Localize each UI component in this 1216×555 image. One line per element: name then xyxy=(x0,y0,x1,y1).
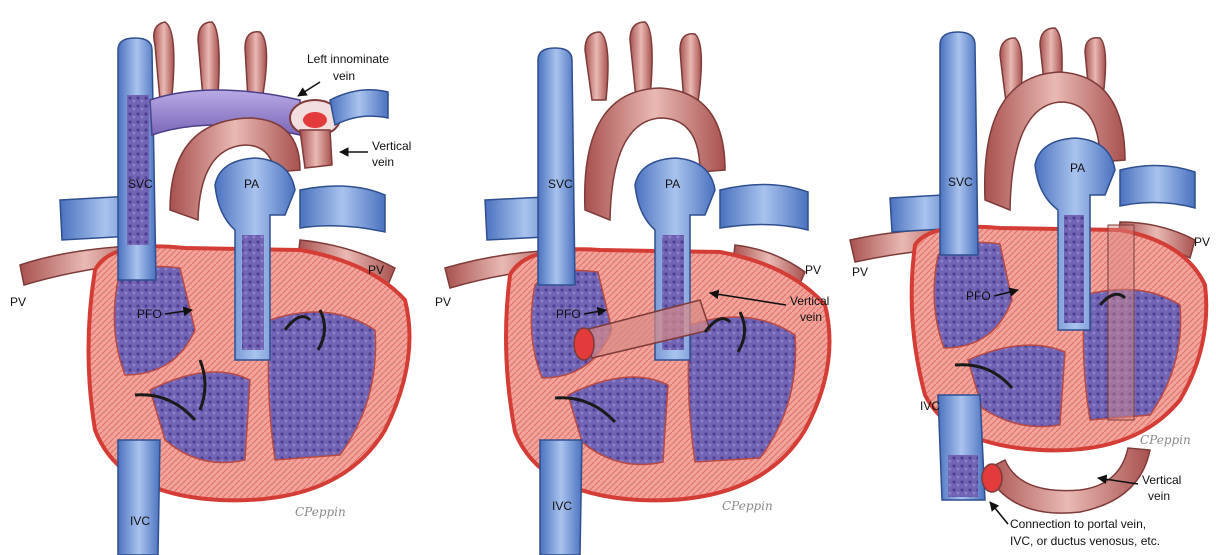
panel-3-pa-label: PA xyxy=(1070,161,1085,175)
panel-3-connection-label-2: IVC, or ductus venosus, etc. xyxy=(1010,534,1160,548)
head-vessel xyxy=(198,22,219,98)
panel-1-pv-left-label: PV xyxy=(10,295,26,309)
panel-3-pfo-label: PFO xyxy=(966,289,991,303)
panel-3-vertical-label-2: vein xyxy=(1148,489,1170,503)
panel-2-pv-left-label: PV xyxy=(435,295,451,309)
panel-1-vertical-line2: vein xyxy=(372,155,394,169)
panel-1-vertical-label: Vertical xyxy=(372,139,411,153)
panel-2-signature: CPeppin xyxy=(722,499,773,513)
panel-3-vertical-line1: Vertical xyxy=(1142,473,1181,487)
panel-2-vertical-label-2: vein xyxy=(800,310,822,324)
vertical-vein-stub xyxy=(300,130,332,168)
panel-2-vertical-label: Vertical xyxy=(790,294,829,308)
panel-1-svc-label: SVC xyxy=(128,177,153,191)
svc-interior xyxy=(127,95,149,245)
ivc-interior xyxy=(948,455,978,497)
panel-2-svc-label: SVC xyxy=(548,177,573,191)
vertical-vein-loop xyxy=(985,448,1150,513)
vertical-vein-opening xyxy=(574,328,594,360)
panel-3-pv-right-label: PV xyxy=(1194,235,1210,249)
panel-3-vertical-line2: vein xyxy=(1148,489,1170,503)
panel-3-ivc-label: IVC xyxy=(920,399,940,413)
panel-1-pv-right-label: PV xyxy=(368,263,384,277)
panel-3-signature: CPeppin xyxy=(1140,433,1191,447)
panel-1-heart xyxy=(20,22,410,555)
panel-3-connection-line1: Connection to portal vein, xyxy=(1010,517,1146,531)
panel-1-innominate-arrow xyxy=(298,82,320,96)
head-vessel xyxy=(585,32,608,100)
panel-3-connection-line2: IVC, or ductus venosus, etc. xyxy=(1010,534,1160,548)
pa-branch-right xyxy=(1120,165,1195,208)
svc-vessel xyxy=(538,48,575,285)
panel-2-vertical-line2: vein xyxy=(800,310,822,324)
panel-1-pa-label: PA xyxy=(244,177,259,191)
panel-3-vertical-label: Vertical xyxy=(1142,473,1181,487)
ivc-vessel xyxy=(540,440,582,555)
innominate-extension xyxy=(330,90,388,125)
panel-1-vertical-label-2: vein xyxy=(372,155,394,169)
pa-interior xyxy=(242,235,264,350)
ivc-vessel xyxy=(118,440,160,555)
panel-3-svc-label: SVC xyxy=(948,175,973,189)
panel-1-left-innominate-label-2: vein xyxy=(333,69,355,83)
panel-2-heart xyxy=(445,22,830,555)
head-vessel xyxy=(154,22,174,100)
vertical-vein-opening xyxy=(982,464,1002,492)
panel-1-left-innominate-label: Left innominate xyxy=(307,52,389,66)
panel-2-pa-label: PA xyxy=(665,177,680,191)
panel-3-connection-arrow xyxy=(990,502,1008,524)
pa-interior xyxy=(1064,215,1084,323)
vertical-vein-descending xyxy=(1108,225,1134,420)
panel-3-pv-left-label: PV xyxy=(852,265,868,279)
pa-branch-right xyxy=(720,184,808,230)
panel-1-left-innominate-line2: vein xyxy=(333,69,355,83)
head-vessel xyxy=(630,22,652,98)
svc-vessel xyxy=(940,32,978,255)
panel-1-pfo-label: PFO xyxy=(137,307,162,321)
panel-2-ivc-label: IVC xyxy=(552,499,572,513)
pa-branch-right xyxy=(300,186,385,232)
panel-2-vertical-line1: Vertical xyxy=(790,294,829,308)
panel-1-signature: CPeppin xyxy=(295,505,346,519)
panel-2-pv-right-label: PV xyxy=(805,263,821,277)
panel-1-ivc-label: IVC xyxy=(130,514,150,528)
vertical-vein-lumen xyxy=(303,112,327,128)
panel-3-connection-label: Connection to portal vein, xyxy=(1010,517,1146,531)
panel-1-left-innominate-line1: Left innominate xyxy=(307,52,389,66)
head-vessel xyxy=(245,32,267,100)
panel-2-pfo-label: PFO xyxy=(556,307,581,321)
panel-1-vertical-line1: Vertical xyxy=(372,139,411,153)
